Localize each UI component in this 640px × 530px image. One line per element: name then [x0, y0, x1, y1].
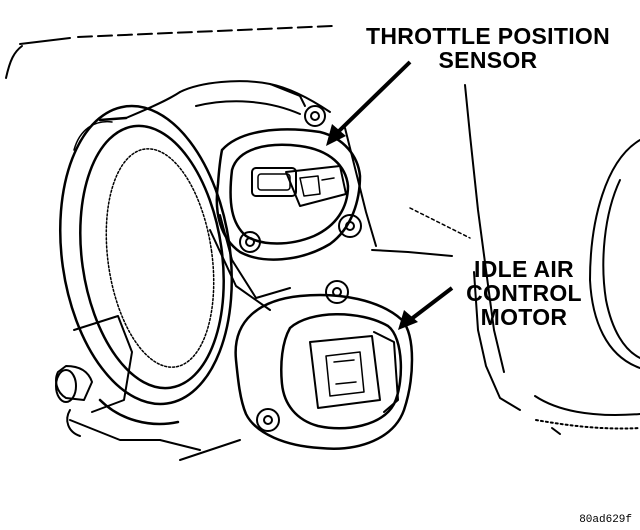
tps-label-line-1: THROTTLE POSITION — [365, 23, 611, 49]
tps-screw-top — [299, 95, 326, 127]
iac-screw-top — [325, 280, 349, 304]
tps-label-line-2: SENSOR — [438, 47, 538, 73]
right-component — [589, 139, 640, 369]
iac-label-line-1: IDLE AIR — [474, 256, 574, 282]
iac-screw-bottom — [256, 408, 280, 432]
iac-label-line-2: CONTROL — [466, 280, 582, 306]
throttle-position-sensor — [215, 128, 362, 261]
iac-label-line-3: MOTOR — [480, 304, 568, 330]
tps-arrow — [326, 60, 412, 146]
intake-outline — [5, 25, 640, 435]
tps-screw-left — [239, 231, 261, 253]
throttle-position-sensor-label: THROTTLE POSITION SENSOR — [352, 24, 624, 72]
idle-air-control-motor-label: IDLE AIR CONTROL MOTOR — [452, 257, 596, 329]
iac-arrow — [398, 286, 454, 330]
figure-code: 80ad629f — [579, 514, 632, 526]
throttle-linkage — [55, 315, 161, 441]
idle-air-control-motor — [234, 293, 414, 450]
tps-screw-right — [338, 214, 362, 238]
